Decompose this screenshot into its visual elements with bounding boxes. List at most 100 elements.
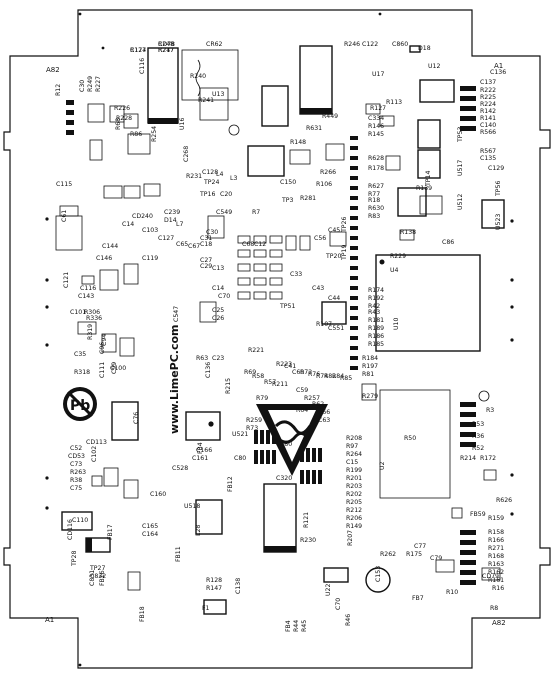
refdes-c121: C121 — [63, 272, 70, 288]
refdes-r186: R186 — [368, 333, 384, 340]
refdes-c110: C110 — [72, 517, 88, 524]
refdes-r158: R158 — [488, 529, 504, 536]
refdes-c13: C13 — [212, 265, 224, 272]
refdes-r83: R83 — [368, 213, 380, 220]
refdes-r264: R264 — [346, 451, 362, 458]
refdes-r630: R630 — [368, 205, 384, 212]
refdes-c150: C150 — [280, 179, 296, 186]
refdes-r184: R184 — [362, 355, 378, 362]
corner-label-bottom-right: A82 — [492, 619, 506, 627]
refdes-r185: R185 — [368, 341, 384, 348]
refdes-r628: R628 — [368, 155, 384, 162]
refdes-c832: C832 — [90, 573, 106, 580]
refdes-r206: R206 — [346, 515, 362, 522]
refdes-r217: R217 — [158, 47, 174, 54]
refdes-c63: C63 — [318, 417, 330, 424]
capacitor-top-center — [299, 45, 333, 115]
refdes-tp27: TP27 — [89, 565, 105, 572]
refdes-c35: C35 — [74, 351, 86, 358]
part-u523 — [481, 199, 505, 229]
refdes-r7: R7 — [252, 209, 260, 216]
refdes-cd53: CD53 — [68, 453, 85, 460]
refdes-r52: R52 — [472, 445, 484, 452]
refdes-c103: C103 — [142, 227, 158, 234]
refdes-r53: R53 — [472, 421, 484, 428]
refdes-c129: C129 — [488, 165, 504, 172]
left-small-parts — [66, 100, 161, 591]
refdes-c144: C144 — [102, 243, 118, 250]
refdes-tp19: TP19 — [341, 245, 348, 261]
refdes-r161: R161 — [488, 577, 504, 584]
refdes-r205: R205 — [346, 499, 362, 506]
refdes-r197: R197 — [362, 363, 378, 370]
refdes-r43: R43 — [368, 309, 380, 316]
refdes-c101: C101 — [70, 309, 86, 316]
refdes-c161: C161 — [192, 455, 208, 462]
chip-u521 — [185, 411, 221, 441]
refdes-r175: R175 — [406, 551, 422, 558]
refdes-r449: R449 — [322, 113, 338, 120]
refdes-r74: R74 — [316, 373, 328, 380]
refdes-r221: R221 — [248, 347, 264, 354]
refdes-c20: C20 — [220, 191, 232, 198]
refdes-r142: R142 — [480, 108, 496, 115]
refdes-r318: R318 — [74, 369, 90, 376]
refdes-c45: C45 — [328, 227, 340, 234]
refdes-fb18: FB18 — [139, 606, 146, 622]
refdes-r57: R57 — [264, 379, 276, 386]
refdes-c549: C549 — [216, 209, 232, 216]
refdes-r81: R81 — [362, 371, 374, 378]
refdes-c80: C80 — [234, 455, 246, 462]
refdes-u12: U12 — [428, 63, 440, 70]
refdes-r223: R223 — [276, 361, 292, 368]
chip-u13 — [199, 87, 229, 121]
refdes-c136: C136 — [490, 69, 506, 76]
refdes-c860: C860 — [392, 41, 408, 48]
refdes-r50: R50 — [404, 435, 416, 442]
refdes-c122: C122 — [362, 41, 378, 48]
refdes-r172: R172 — [480, 455, 496, 462]
refdes-r148: R148 — [290, 139, 306, 146]
refdes-c12: C12 — [254, 241, 266, 248]
refdes-cd78: CD78 — [158, 41, 175, 48]
refdes-f1: F1 — [202, 605, 210, 612]
refdes-c52: C52 — [70, 445, 82, 452]
pb-free-icon: Pb — [63, 387, 97, 421]
refdes-c65: C65 — [176, 241, 188, 248]
refdes-c164: C164 — [142, 531, 158, 538]
refdes-c15: C15 — [346, 459, 358, 466]
pad-column-center — [350, 136, 358, 370]
refdes-c153: C153 — [375, 566, 382, 582]
refdes-c165: C165 — [142, 523, 158, 530]
refdes-c135: C135 — [480, 155, 496, 162]
refdes-c143: C143 — [78, 293, 94, 300]
refdes-u518: U518 — [184, 503, 200, 510]
refdes-r246: R246 — [344, 41, 360, 48]
refdes-c14: C14 — [122, 221, 134, 228]
refdes-r44: R44 — [293, 620, 300, 632]
refdes-r319: R319 — [87, 324, 94, 340]
board-outline — [3, 9, 551, 669]
refdes-d18: D18 — [418, 45, 431, 52]
refdes-r159: R159 — [488, 515, 504, 522]
refdes-c18: C18 — [200, 241, 212, 248]
refdes-tp14: TP14 — [425, 171, 432, 187]
refdes-tp28: TP28 — [71, 551, 78, 567]
refdes-cd79: CD79 — [482, 573, 499, 580]
refdes-r97: R97 — [346, 443, 358, 450]
refdes-c547: C547 — [173, 306, 180, 322]
refdes-u10: U10 — [393, 318, 400, 330]
edge-dots — [45, 12, 514, 667]
refdes-c67: C67 — [188, 243, 200, 250]
refdes-c56: C56 — [314, 235, 326, 242]
refdes-u4: U4 — [390, 267, 399, 274]
refdes-c77: C77 — [414, 543, 426, 550]
refdes-cd240: CD240 — [132, 213, 153, 220]
refdes-r42: R42 — [368, 303, 380, 310]
refdes-r228: R228 — [116, 115, 132, 122]
small-part-grid — [237, 235, 283, 300]
refdes-r16: R16 — [492, 585, 504, 592]
refdes-cr62: CR62 — [206, 41, 223, 48]
refdes-r208: R208 — [346, 435, 362, 442]
refdes-c70: C70 — [218, 293, 230, 300]
